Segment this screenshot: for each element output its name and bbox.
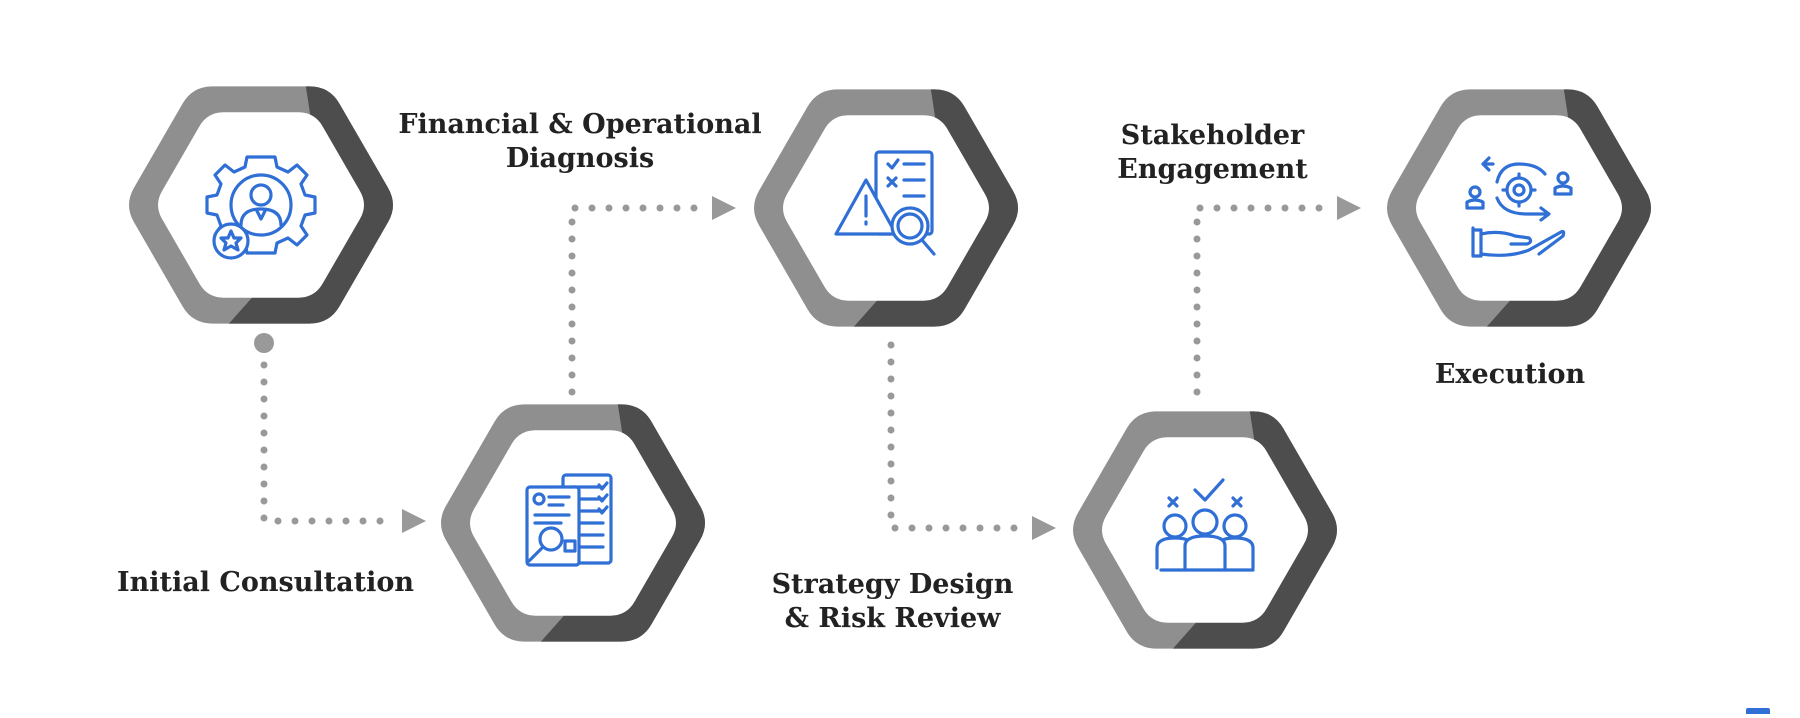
corner-marker	[1746, 708, 1770, 714]
step-2-node	[441, 404, 705, 642]
arrowhead-1-2	[402, 509, 426, 533]
connector-2-3	[568, 204, 707, 396]
step-1-node	[129, 86, 393, 324]
step-3-label: Strategy Design & Risk Review	[771, 569, 1014, 634]
step-2-label: Financial & Operational Diagnosis	[398, 109, 762, 174]
step-hexagons	[129, 86, 1651, 649]
connectors	[254, 196, 1361, 540]
arrowhead-2-3	[712, 196, 736, 220]
hexagon-inner	[1416, 115, 1622, 301]
step-5-node	[1387, 89, 1651, 327]
connector-3-4	[887, 341, 1028, 532]
connector-1-2	[260, 361, 399, 525]
start-dot	[254, 333, 274, 353]
step-4-node	[1073, 411, 1337, 649]
step-3-node	[754, 89, 1018, 327]
connector-4-5	[1193, 204, 1331, 396]
arrowhead-3-4	[1032, 516, 1056, 540]
step-5-label: Execution	[1434, 359, 1586, 390]
step-1-label: Initial Consultation	[117, 567, 414, 598]
hexagon-inner	[783, 115, 989, 301]
arrowhead-4-5	[1337, 196, 1361, 220]
step-4-label: Stakeholder Engagement	[1117, 120, 1308, 185]
